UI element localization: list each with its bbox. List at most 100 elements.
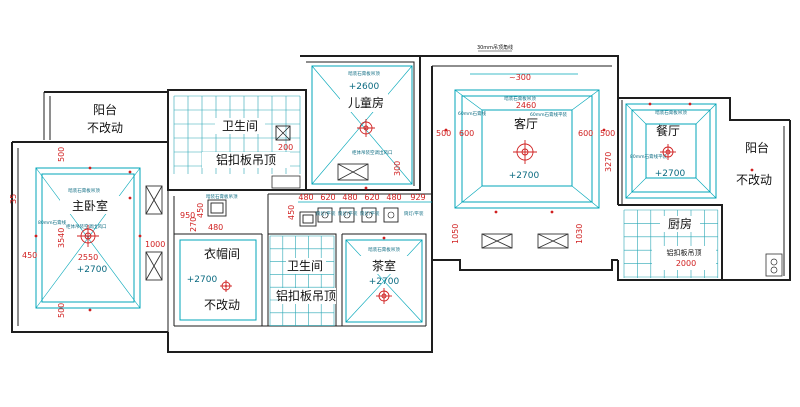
note: 暗装石膏板吊顶 (348, 70, 380, 77)
ceiling-height: +2700 (187, 275, 218, 285)
dim-label: 950 (180, 211, 195, 220)
note: 暗装石膏板吊顶 (504, 95, 536, 102)
dim-label: 1000 (145, 240, 165, 249)
downlight-icon (339, 207, 355, 223)
dim-label: 450 (22, 251, 37, 260)
ceiling-height: +2600 (349, 82, 380, 92)
room-closet: 衣帽间 +2700 不改动 暗装石膏板吊顶 950 450 270 480 10… (145, 193, 257, 321)
air-conditioner-icon (537, 233, 569, 249)
dim-label: 500 (57, 147, 66, 162)
dim-label: 500 (436, 129, 451, 138)
room-status: 不改动 (736, 173, 772, 187)
ceiling-height: +2700 (655, 169, 686, 179)
dim-label: 450 (287, 205, 296, 220)
dim-label: 600 (578, 129, 593, 138)
dim-label: 480 (208, 223, 223, 232)
air-conditioner-icon (337, 163, 369, 181)
room-name: 主卧室 (72, 198, 108, 213)
dim-label: 620 (320, 193, 335, 202)
note: 暗装石膏板吊顶 (655, 109, 687, 116)
note: 暗装石膏板吊顶 (206, 193, 238, 200)
room-tea: 暗装石膏板吊顶 茶室 +2700 (345, 239, 423, 323)
room-name: 茶室 (372, 258, 396, 273)
dim-label: 480 (298, 193, 313, 202)
room-bath-mid: 卫生间 铝扣板吊顶 450 (269, 205, 336, 326)
reference-markers (34, 102, 754, 312)
plan-header: 30mm吊顶角线 (477, 44, 513, 51)
ceiling-height: +2700 (369, 277, 400, 287)
note: 筒灯/平装 (316, 210, 336, 217)
corridor: 480 620 480 620 480 929 筒灯/平装 筒灯/平装 筒灯/平… (298, 193, 432, 223)
dim-label: 300 (393, 161, 402, 176)
air-conditioner-icon (481, 233, 513, 249)
room-ceiling: 铝扣板吊顶 (667, 248, 702, 257)
ceiling-lamp-icon (513, 140, 537, 164)
note: 筒灯/平装 (360, 210, 380, 217)
room-name: 客厅 (514, 116, 538, 131)
stove-icon (765, 253, 783, 277)
dim-label: 480 (342, 193, 357, 202)
dim-label: 35 (9, 194, 18, 204)
air-conditioner-icon (145, 251, 163, 281)
note: 筒灯/平装 (338, 210, 358, 217)
room-status: 不改动 (87, 121, 123, 135)
dim-label: 1030 (575, 224, 584, 244)
note: 暗装石膏板吊顶 (68, 187, 100, 194)
ceiling-lamp-icon (357, 119, 375, 137)
air-conditioner-icon (145, 185, 163, 215)
ceiling-height: +2700 (509, 171, 540, 181)
room-balcony-right: 阳台 不改动 (736, 140, 772, 187)
note: 80mm石膏线 (38, 219, 66, 226)
ceiling-height: +2700 (77, 265, 108, 275)
room-name: 卫生间 (287, 259, 323, 273)
room-ceiling: 铝扣板吊顶 (276, 288, 336, 303)
note: 筒灯/平装 (404, 210, 424, 217)
room-living: ~300 2460 暗装石膏板吊顶 60mm石膏线 60mm石膏线平装 客厅 +… (436, 73, 615, 249)
downlight-icon (383, 207, 399, 223)
dim-label: 3270 (604, 152, 613, 172)
dim-label: ~300 (509, 73, 531, 82)
ceiling-lamp-icon (376, 288, 392, 304)
note: 暗装石膏板吊顶 (368, 246, 400, 253)
dim-label: 450 (196, 203, 205, 218)
room-balcony-left: 阳台 不改动 (87, 102, 123, 135)
room-child: 暗装石膏板吊顶 +2600 儿童房 柜体吊装空调出风口 300 (311, 65, 413, 185)
dim-label: 3540 (57, 228, 66, 248)
note: 柜体吊装空调出风口 (66, 223, 107, 230)
ceiling-lamp-icon (220, 280, 232, 292)
downlight-icon (361, 207, 377, 223)
dim-label: 2550 (78, 253, 98, 262)
room-master: 暗装石膏板吊顶 主卧室 80mm石膏线 柜体吊装空调出风口 2550 +2700… (9, 147, 163, 318)
dim-label: 500 (57, 303, 66, 318)
walls (11, 55, 791, 353)
ceiling-lamp-icon (660, 144, 676, 160)
note: 80mm石膏线平装 (630, 153, 667, 160)
dim-label: 2000 (676, 259, 696, 268)
dim-label: 1050 (451, 224, 460, 244)
note: 60mm石膏线平装 (530, 111, 567, 118)
room-name: 儿童房 (348, 95, 384, 110)
dim-label: 2460 (516, 101, 536, 110)
room-status: 不改动 (204, 298, 240, 312)
room-bath-top: 卫生间 铝扣板吊顶 200 (173, 95, 301, 189)
dim-label: 480 (386, 193, 401, 202)
room-name: 卫生间 (222, 119, 258, 133)
room-name: 衣帽间 (204, 246, 240, 261)
room-ceiling: 铝扣板吊顶 (216, 152, 276, 167)
note: 60mm石膏线 (458, 110, 486, 117)
dim-label: 200 (278, 143, 293, 152)
note: 柜体吊装空调出风口 (352, 149, 393, 156)
room-kitchen: 厨房 铝扣板吊顶 2000 (623, 209, 783, 278)
dim-label: 929 (410, 193, 425, 202)
exhaust-fan-icon (299, 211, 317, 227)
room-name: 厨房 (668, 216, 692, 231)
dim-label: 270 (189, 217, 198, 232)
exhaust-fan-icon (275, 125, 291, 141)
dim-label: 600 (459, 129, 474, 138)
ceiling-lamp-icon (77, 225, 99, 247)
dim-label: 620 (364, 193, 379, 202)
downlight-icon (317, 207, 333, 223)
room-name: 阳台 (745, 140, 769, 155)
room-dining: 暗装石膏板吊顶 餐厅 80mm石膏线平装 +2700 (625, 103, 717, 199)
